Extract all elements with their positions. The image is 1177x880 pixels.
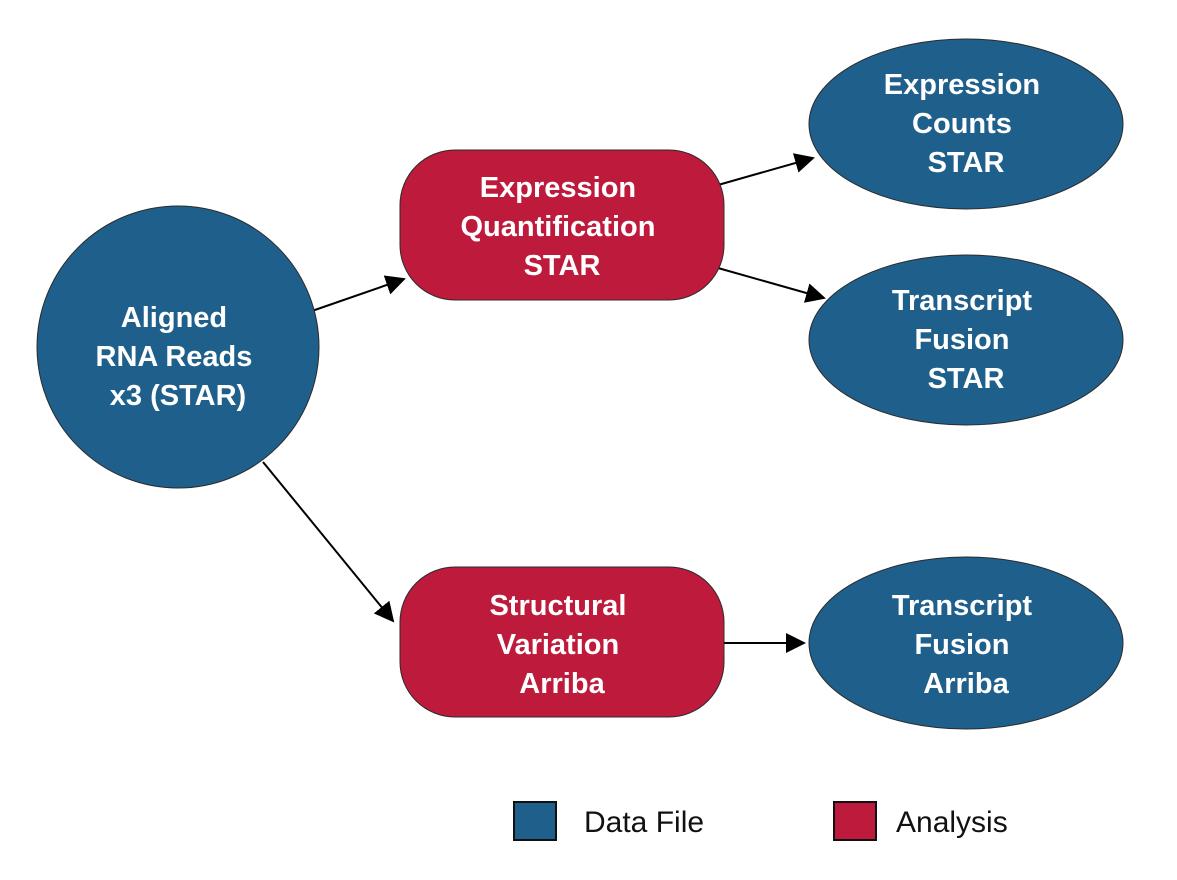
node-transcript-fusion-arriba-shape bbox=[808, 556, 1124, 730]
svg-text:Transcript Fusion: Transcript Fusion STAR bbox=[892, 285, 1040, 395]
edge-expression-quantification-to-transcript-fusion-star bbox=[717, 267, 826, 303]
node-structural-variation-line-3: Arriba bbox=[519, 668, 605, 700]
node-expression-quantification-shape bbox=[399, 149, 725, 301]
node-expression-quantification-line-3: STAR bbox=[524, 250, 601, 282]
node-aligned-rna-reads-line-1: Aligned bbox=[121, 302, 227, 334]
svg-text:Structural Variation: Structural Variation Arriba bbox=[489, 590, 634, 700]
node-expression-counts: Expression Counts STAR bbox=[808, 38, 1124, 210]
node-transcript-fusion-arriba: Transcript Fusion Arriba bbox=[808, 556, 1124, 730]
legend-analysis-swatch bbox=[833, 801, 877, 841]
node-aligned-rna-reads-line-3: x3 (STAR) bbox=[110, 380, 246, 412]
svg-text:Expression Counts: Expression Counts STAR bbox=[884, 69, 1048, 179]
legend-data-file-label: Data File bbox=[584, 806, 704, 839]
node-transcript-fusion-star: Transcript Fusion STAR bbox=[808, 254, 1124, 426]
svg-text:Aligned RNA Reads: Aligned RNA Reads x3 (STAR) bbox=[96, 302, 261, 412]
edges bbox=[262, 153, 826, 653]
legend: Data File Analysis bbox=[513, 801, 1008, 841]
node-structural-variation: Structural Variation Arriba bbox=[399, 566, 725, 718]
node-expression-quantification-line-2: Quantification bbox=[460, 211, 655, 243]
legend-analysis-label: Analysis bbox=[896, 806, 1008, 839]
node-aligned-rna-reads: Aligned RNA Reads x3 (STAR) bbox=[36, 205, 320, 489]
svg-text:Expression Quantificatio: Expression Quantification STAR bbox=[460, 172, 663, 282]
edge-aligned-to-structural-variation bbox=[262, 461, 395, 623]
node-aligned-rna-reads-shape bbox=[36, 205, 320, 489]
node-structural-variation-shape bbox=[399, 566, 725, 718]
node-expression-quantification-line-1: Expression bbox=[480, 172, 636, 204]
edge-aligned-to-expression-quantification bbox=[308, 275, 406, 313]
node-expression-counts-shape bbox=[808, 38, 1124, 210]
node-structural-variation-line-1: Structural bbox=[489, 590, 626, 622]
edge-expression-quantification-to-expression-counts bbox=[717, 153, 815, 186]
node-transcript-fusion-star-line-2: Fusion bbox=[914, 324, 1009, 356]
node-transcript-fusion-star-shape bbox=[808, 254, 1124, 426]
node-structural-variation-line-2: Variation bbox=[497, 629, 620, 661]
node-expression-counts-line-2: Counts bbox=[912, 108, 1012, 140]
legend-data-file-swatch bbox=[513, 801, 557, 841]
node-expression-quantification: Expression Quantification STAR bbox=[399, 149, 725, 301]
node-transcript-fusion-arriba-line-1: Transcript bbox=[892, 590, 1033, 622]
node-transcript-fusion-arriba-line-2: Fusion bbox=[914, 629, 1009, 661]
node-aligned-rna-reads-line-2: RNA Reads bbox=[96, 341, 253, 373]
node-transcript-fusion-star-line-1: Transcript bbox=[892, 285, 1033, 317]
node-transcript-fusion-arriba-line-3: Arriba bbox=[923, 668, 1009, 700]
svg-text:Transcript Fusion: Transcript Fusion Arriba bbox=[892, 590, 1040, 700]
node-expression-counts-line-1: Expression bbox=[884, 69, 1040, 101]
node-transcript-fusion-star-line-3: STAR bbox=[928, 363, 1005, 395]
node-expression-counts-line-3: STAR bbox=[928, 147, 1005, 179]
